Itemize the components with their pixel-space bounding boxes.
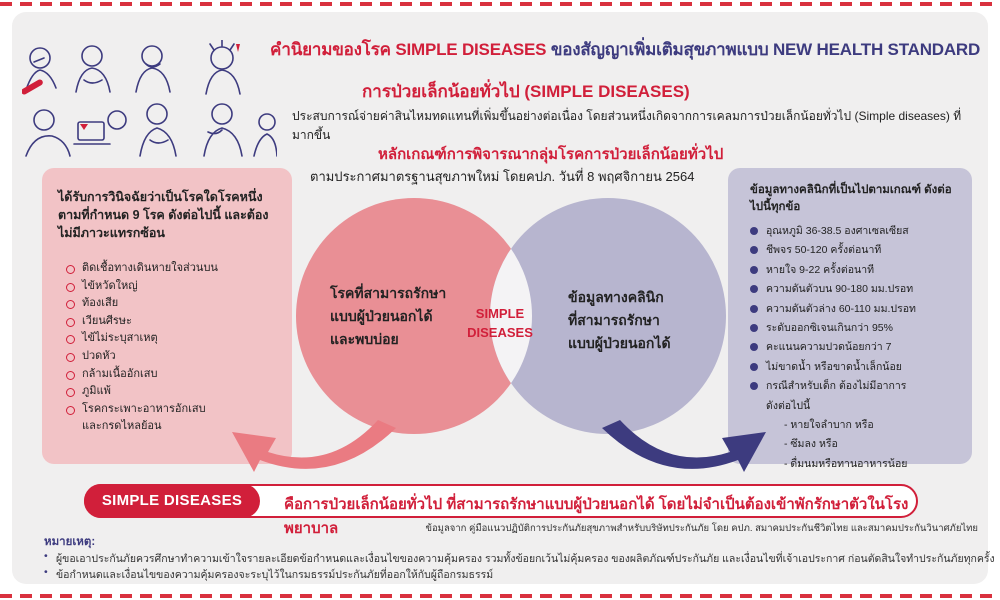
description-text: ประสบการณ์จ่ายค่าสินไหมทดแทนที่เพิ่มขึ้น… [292, 109, 962, 142]
list-item: ท้องเสีย [66, 295, 276, 313]
title-part-blue: ของสัญญาเพิ่มเติมสุขภาพแบบ NEW HEALTH ST… [546, 40, 981, 59]
note-item: ผู้ขอเอาประกันภัยควรศึกษาทำความเข้าใจราย… [44, 550, 995, 567]
list-item: ไม่ขาดน้ำ หรือขาดน้ำเล็กน้อย [750, 358, 958, 377]
list-item: ติดเชื้อทางเดินหายใจส่วนบน [66, 260, 276, 278]
venn-left-line: แบบผู้ป่วยนอกได้ [330, 308, 433, 324]
list-item: เวียนศีรษะ [66, 313, 276, 331]
list-item: ไข้ไม่ระบุสาเหตุ [66, 330, 276, 348]
list-item: กรณีสำหรับเด็ก ต้องไม่มีอาการ ดังต่อไปนี… [750, 377, 910, 416]
venn-right-line: ที่สามารถรักษา [568, 312, 660, 328]
definition-bar: SIMPLE DISEASES คือการป่วยเล็กน้อยทั่วไป… [84, 484, 918, 537]
note-item: ข้อกำหนดและเงื่อนไขของความคุ้มครองจะระบุ… [44, 566, 493, 583]
sub-item: - ดื่มนมหรือทานอาหารน้อย [784, 457, 908, 470]
sub-item: - หายใจลำบาก หรือ [784, 419, 874, 432]
list-item: กล้ามเนื้ออักเสบ [66, 366, 276, 384]
venn-left-line: และพบบ่อย [330, 331, 399, 347]
list-item: โรคกระเพาะอาหารอักเสบ และกรดไหลย้อน [66, 401, 216, 436]
venn-circle-right [490, 198, 726, 434]
disease-list-box: ได้รับการวินิจฉัยว่าเป็นโรคใดโรคหนึ่ง ตา… [42, 168, 292, 464]
thermometer-icon [22, 79, 43, 95]
criteria-title: หลักเกณฑ์การพิจารณากลุ่มโรคการป่วยเล็กน้… [378, 146, 724, 163]
venn-right-label: ข้อมูลทางคลินิก ที่สามารถรักษา แบบผู้ป่ว… [568, 286, 671, 355]
venn-diagram [296, 198, 726, 434]
page-title: คำนิยามของโรค SIMPLE DISEASES ของสัญญาเพ… [270, 36, 990, 63]
list-item: ไข้หวัดใหญ่ [66, 278, 276, 296]
list-item: ปวดหัว [66, 348, 276, 366]
venn-center-line: SIMPLE [475, 306, 525, 321]
disease-list-intro: ได้รับการวินิจฉัยว่าเป็นโรคใดโรคหนึ่ง ตา… [58, 190, 269, 240]
venn-left-line: โรคที่สามารถรักษา [330, 285, 447, 301]
venn-circle-left [296, 198, 532, 434]
list-item: ระดับออกซิเจนเกินกว่า 95% [750, 319, 958, 338]
venn-center-line: DISEASES [467, 325, 533, 340]
list-item: หายใจ 9-22 ครั้งต่อนาที [750, 261, 958, 280]
person-fever-icon [25, 47, 57, 91]
person-headache-icon [205, 40, 241, 95]
list-item: อุณหภูมิ 36-38.5 องศาเซลเซียส [750, 222, 958, 241]
list-item: ความดันตัวบน 90-180 มม.ปรอท [750, 280, 958, 299]
criteria-subtitle: ตามประกาศมาตรฐานสุขภาพใหม่ โดยคปภ. วันที… [310, 169, 695, 184]
top-dashed-border [0, 2, 1000, 6]
child-sub-criteria: - หายใจลำบาก หรือ - ซึมลง หรือ - ดื่มนมห… [750, 416, 958, 474]
pain-mark-icon [236, 44, 240, 52]
person-backpain-icon [139, 103, 177, 157]
person-shoulderpain-icon [203, 103, 243, 157]
sub-item: - ซึมลง หรือ [784, 438, 838, 451]
person-laptop-icon [73, 110, 127, 145]
person-stomachache-icon [75, 45, 111, 93]
venn-left-label: โรคที่สามารถรักษา แบบผู้ป่วยนอกได้ และพบ… [330, 282, 446, 351]
title-part-red: คำนิยามของโรค SIMPLE DISEASES [270, 40, 547, 59]
list-item: ภูมิแพ้ [66, 383, 276, 401]
bottom-dashed-border [0, 594, 1000, 598]
clinical-criteria-box: ข้อมูลทางคลินิกที่เป็นไปตามเกณฑ์ ดังต่อไ… [728, 168, 972, 470]
venn-center-label: SIMPLE DISEASES [455, 304, 545, 342]
clinical-criteria-intro: ข้อมูลทางคลินิกที่เป็นไปตามเกณฑ์ ดังต่อไ… [750, 184, 952, 213]
source-note: ข้อมูลจาก คู่มือแนวปฏิบัติการประกันภัยสุ… [425, 523, 978, 534]
notes-title: หมายเหตุ: [44, 536, 96, 548]
clinical-criteria-list: อุณหภูมิ 36-38.5 องศาเซลเซียส ชีพจร 50-1… [750, 222, 958, 416]
venn-right-line: ข้อมูลทางคลินิก [568, 289, 664, 305]
person-neckpain-icon [253, 113, 277, 157]
list-item: คะแนนความปวดน้อยกว่า 7 [750, 338, 958, 357]
person-resting-icon [25, 109, 71, 157]
sick-people-illustration [22, 40, 277, 157]
definition-text: คือการป่วยเล็กน้อยทั่วไป ที่สามารถรักษาแ… [284, 496, 909, 537]
list-item: ความดันตัวล่าง 60-110 มม.ปรอท [750, 300, 958, 319]
page-subtitle: การป่วยเล็กน้อยทั่วไป (SIMPLE DISEASES) [362, 82, 690, 101]
list-item: ชีพจร 50-120 ครั้งต่อนาที [750, 241, 958, 260]
person-sneezing-icon [135, 45, 171, 93]
disease-list: ติดเชื้อทางเดินหายใจส่วนบน ไข้หวัดใหญ่ ท… [58, 260, 276, 436]
venn-right-line: แบบผู้ป่วยนอกได้ [568, 335, 671, 351]
definition-label: SIMPLE DISEASES [84, 484, 260, 518]
